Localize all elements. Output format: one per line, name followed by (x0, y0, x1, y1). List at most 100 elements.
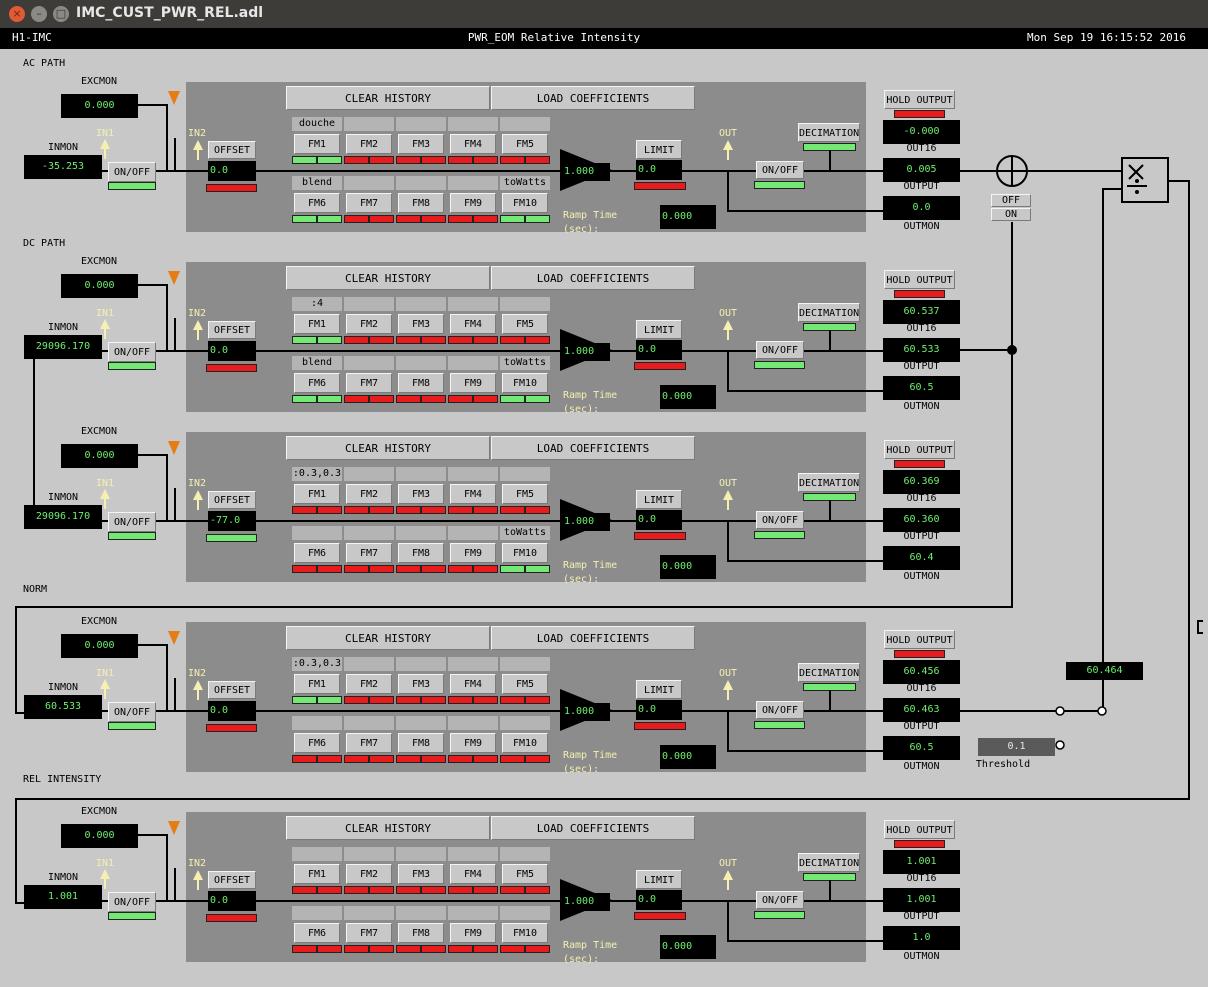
m2-limit-value[interactable]: 0.0 (636, 340, 682, 360)
m3-load-coefficients-button[interactable]: LOAD COEFFICIENTS (491, 436, 695, 460)
threshold-readout[interactable]: 0.1 (978, 738, 1055, 756)
m2-fm6-button[interactable]: FM6 (294, 373, 340, 393)
m1-fm9-button[interactable]: FM9 (450, 193, 496, 213)
resize-handle-icon[interactable] (1197, 620, 1203, 634)
m4-fm5-button[interactable]: FM5 (502, 674, 548, 694)
m2-onoff-output-button[interactable]: ON/OFF (756, 341, 804, 359)
m4-offset-button[interactable]: OFFSET (208, 681, 256, 699)
m3-offset-button[interactable]: OFFSET (208, 491, 256, 509)
m4-fm7-button[interactable]: FM7 (346, 733, 392, 753)
m2-fm8-button[interactable]: FM8 (398, 373, 444, 393)
m4-clear-history-button[interactable]: CLEAR HISTORY (286, 626, 490, 650)
m4-load-coefficients-button[interactable]: LOAD COEFFICIENTS (491, 626, 695, 650)
m2-fm5-button[interactable]: FM5 (502, 314, 548, 334)
m2-fm3-button[interactable]: FM3 (398, 314, 444, 334)
m4-limit-value[interactable]: 0.0 (636, 700, 682, 720)
m1-offset-button[interactable]: OFFSET (208, 141, 256, 159)
m2-fm1-button[interactable]: FM1 (294, 314, 340, 334)
m2-hold-output-button[interactable]: HOLD OUTPUT (884, 270, 955, 289)
m1-fm2-button[interactable]: FM2 (346, 134, 392, 154)
m3-fm9-button[interactable]: FM9 (450, 543, 496, 563)
m5-fm6-button[interactable]: FM6 (294, 923, 340, 943)
m1-decimation-button[interactable]: DECIMATION (798, 123, 860, 142)
m5-onoff-output-button[interactable]: ON/OFF (756, 891, 804, 909)
m2-limit-button[interactable]: LIMIT (636, 320, 682, 339)
m2-ramp-value[interactable]: 0.000 (660, 385, 716, 409)
m5-fm3-button[interactable]: FM3 (398, 864, 444, 884)
m1-fm5-button[interactable]: FM5 (502, 134, 548, 154)
m1-fm6-button[interactable]: FM6 (294, 193, 340, 213)
m5-onoff-input-button[interactable]: ON/OFF (108, 892, 156, 912)
m3-hold-output-button[interactable]: HOLD OUTPUT (884, 440, 955, 459)
m4-limit-button[interactable]: LIMIT (636, 680, 682, 699)
sum-off-button[interactable]: OFF (991, 194, 1031, 207)
m2-offset-button[interactable]: OFFSET (208, 321, 256, 339)
m1-fm4-button[interactable]: FM4 (450, 134, 496, 154)
m2-fm2-button[interactable]: FM2 (346, 314, 392, 334)
m1-fm3-button[interactable]: FM3 (398, 134, 444, 154)
m5-clear-history-button[interactable]: CLEAR HISTORY (286, 816, 490, 840)
m4-onoff-output-button[interactable]: ON/OFF (756, 701, 804, 719)
m5-hold-output-button[interactable]: HOLD OUTPUT (884, 820, 955, 839)
m5-offset-button[interactable]: OFFSET (208, 871, 256, 889)
m4-fm8-button[interactable]: FM8 (398, 733, 444, 753)
m2-clear-history-button[interactable]: CLEAR HISTORY (286, 266, 490, 290)
m4-fm4-button[interactable]: FM4 (450, 674, 496, 694)
m1-hold-output-button[interactable]: HOLD OUTPUT (884, 90, 955, 109)
m5-load-coefficients-button[interactable]: LOAD COEFFICIENTS (491, 816, 695, 840)
m5-fm8-button[interactable]: FM8 (398, 923, 444, 943)
m4-decimation-button[interactable]: DECIMATION (798, 663, 860, 682)
sum-on-button[interactable]: ON (991, 208, 1031, 221)
m1-fm8-button[interactable]: FM8 (398, 193, 444, 213)
m5-fm4-button[interactable]: FM4 (450, 864, 496, 884)
m1-offset-value[interactable]: 0.0 (208, 161, 256, 181)
m4-gain-value[interactable]: 1.000 (562, 703, 610, 721)
m4-hold-output-button[interactable]: HOLD OUTPUT (884, 630, 955, 649)
m2-fm10-button[interactable]: FM10 (502, 373, 548, 393)
m3-decimation-button[interactable]: DECIMATION (798, 473, 860, 492)
m2-offset-value[interactable]: 0.0 (208, 341, 256, 361)
m1-onoff-input-button[interactable]: ON/OFF (108, 162, 156, 182)
m5-offset-value[interactable]: 0.0 (208, 891, 256, 911)
m5-fm7-button[interactable]: FM7 (346, 923, 392, 943)
close-icon[interactable]: × (9, 6, 25, 22)
m1-ramp-value[interactable]: 0.000 (660, 205, 716, 229)
m3-fm2-button[interactable]: FM2 (346, 484, 392, 504)
m3-offset-value[interactable]: -77.0 (208, 511, 256, 531)
m3-fm5-button[interactable]: FM5 (502, 484, 548, 504)
m3-fm3-button[interactable]: FM3 (398, 484, 444, 504)
m5-ramp-value[interactable]: 0.000 (660, 935, 716, 959)
m4-fm2-button[interactable]: FM2 (346, 674, 392, 694)
m4-onoff-input-button[interactable]: ON/OFF (108, 702, 156, 722)
m4-fm3-button[interactable]: FM3 (398, 674, 444, 694)
m2-onoff-input-button[interactable]: ON/OFF (108, 342, 156, 362)
m5-fm1-button[interactable]: FM1 (294, 864, 340, 884)
m4-fm6-button[interactable]: FM6 (294, 733, 340, 753)
m5-fm2-button[interactable]: FM2 (346, 864, 392, 884)
m1-load-coefficients-button[interactable]: LOAD COEFFICIENTS (491, 86, 695, 110)
m2-fm4-button[interactable]: FM4 (450, 314, 496, 334)
m2-fm7-button[interactable]: FM7 (346, 373, 392, 393)
m4-fm9-button[interactable]: FM9 (450, 733, 496, 753)
m5-decimation-button[interactable]: DECIMATION (798, 853, 860, 872)
m1-fm10-button[interactable]: FM10 (502, 193, 548, 213)
m4-offset-value[interactable]: 0.0 (208, 701, 256, 721)
m3-onoff-output-button[interactable]: ON/OFF (756, 511, 804, 529)
m5-fm10-button[interactable]: FM10 (502, 923, 548, 943)
m3-onoff-input-button[interactable]: ON/OFF (108, 512, 156, 532)
m1-limit-value[interactable]: 0.0 (636, 160, 682, 180)
minimize-icon[interactable]: – (31, 6, 47, 22)
m3-limit-button[interactable]: LIMIT (636, 490, 682, 509)
m4-ramp-value[interactable]: 0.000 (660, 745, 716, 769)
m2-fm9-button[interactable]: FM9 (450, 373, 496, 393)
m2-gain-value[interactable]: 1.000 (562, 343, 610, 361)
m1-gain-value[interactable]: 1.000 (562, 163, 610, 181)
m1-fm1-button[interactable]: FM1 (294, 134, 340, 154)
m3-ramp-value[interactable]: 0.000 (660, 555, 716, 579)
m3-fm1-button[interactable]: FM1 (294, 484, 340, 504)
m3-limit-value[interactable]: 0.0 (636, 510, 682, 530)
m5-fm5-button[interactable]: FM5 (502, 864, 548, 884)
m5-limit-value[interactable]: 0.0 (636, 890, 682, 910)
m5-fm9-button[interactable]: FM9 (450, 923, 496, 943)
m2-decimation-button[interactable]: DECIMATION (798, 303, 860, 322)
